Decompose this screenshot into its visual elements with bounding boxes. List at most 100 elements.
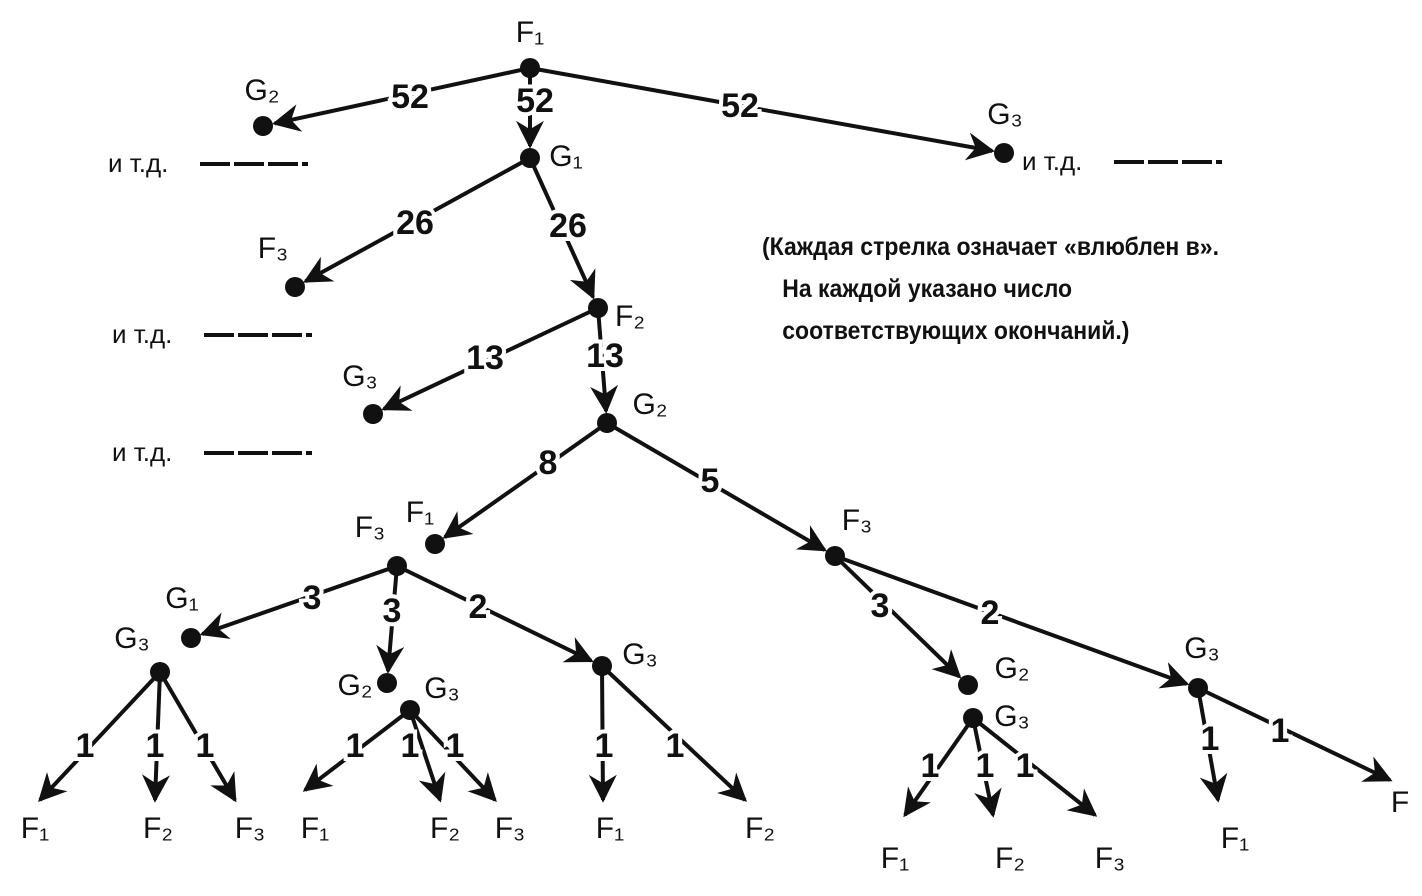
node-label: F₂ xyxy=(615,300,645,333)
node-label: F₁ xyxy=(406,496,434,529)
edge-weight: 52 xyxy=(516,82,554,120)
node-dot xyxy=(400,700,420,720)
arrow-edge xyxy=(396,564,594,663)
node-label: F₃ xyxy=(235,812,266,845)
edge-weight: 1 xyxy=(446,727,465,765)
note-line-2: На каждой указано число xyxy=(782,275,1073,303)
node-label: F₂ xyxy=(143,812,173,845)
node-dot xyxy=(588,298,608,318)
legend-note: (Каждая стрелка означает «влюблен в». На… xyxy=(762,226,1219,352)
node-dot xyxy=(425,534,445,554)
edge-weight: 1 xyxy=(1271,712,1290,750)
node-label: G₂ xyxy=(245,74,280,107)
node-dot xyxy=(958,675,978,695)
edge-weight: 5 xyxy=(701,462,720,500)
node-dot xyxy=(377,673,397,693)
arrow-edge xyxy=(302,708,412,792)
node-label: G₃ xyxy=(622,638,658,671)
node-label: F₂ xyxy=(995,842,1025,875)
node-dot xyxy=(592,656,612,676)
arrow-edge xyxy=(1196,687,1228,803)
edge-weight: 3 xyxy=(303,579,322,617)
edge-weight: 1 xyxy=(346,727,365,765)
arrow-edge xyxy=(834,554,1190,689)
node-dot xyxy=(520,148,540,168)
arrow-edge xyxy=(199,564,398,639)
arrow-edge xyxy=(38,670,162,803)
node-dot xyxy=(1188,678,1208,698)
edge-weight: 1 xyxy=(595,727,614,765)
arrow-edge xyxy=(271,66,531,132)
edge-weight: 13 xyxy=(586,337,624,375)
edge-weight: 1 xyxy=(146,727,165,765)
edge-weight: 1 xyxy=(401,727,420,765)
edge-weight: 1 xyxy=(196,727,215,765)
edge-weight: 3 xyxy=(871,587,890,625)
edge-weight: 8 xyxy=(539,444,558,482)
node-dot xyxy=(253,116,273,136)
node-label: F₁ xyxy=(516,16,544,49)
arrow-edge xyxy=(376,565,405,674)
edge-weight: 52 xyxy=(391,78,429,116)
node-label: G₃ xyxy=(987,98,1023,131)
edge-weight: 1 xyxy=(76,727,95,765)
arrow-edge xyxy=(141,671,170,803)
arrow-edge xyxy=(303,156,531,283)
node-label: F₂ xyxy=(430,812,460,845)
node-dot xyxy=(387,556,407,576)
node-label: F₁ xyxy=(596,812,624,845)
node-label: F₃ xyxy=(842,504,873,537)
node-label: G₂ xyxy=(995,652,1030,685)
node-label: F xyxy=(1391,786,1409,819)
node-label: G₃ xyxy=(424,672,460,705)
edge-weight: 52 xyxy=(721,87,759,125)
node-dot xyxy=(963,708,983,728)
node-label: G₂ xyxy=(338,669,373,702)
node-label: F₁ xyxy=(881,842,909,875)
arrow-edge xyxy=(971,716,1098,817)
node-label: F₁ xyxy=(21,812,49,845)
node-label: F₂ xyxy=(745,812,775,845)
node-label: G₃ xyxy=(994,700,1030,733)
arrow-edge xyxy=(903,716,975,818)
node-label: F₃ xyxy=(258,232,289,265)
edge-weight: 26 xyxy=(549,207,587,245)
node-label: F₃ xyxy=(1095,842,1126,875)
arrow-edge xyxy=(408,708,497,803)
note-line-3: соответствующих окончаний.) xyxy=(782,317,1130,345)
node-dot xyxy=(181,628,201,648)
node-label: G₃ xyxy=(1184,632,1220,665)
etc-label: и т.д. xyxy=(108,148,168,178)
etc-label: и т.д. xyxy=(112,437,172,467)
node-dot xyxy=(363,404,383,424)
node-label: G₃ xyxy=(114,622,150,655)
edge-weight: 2 xyxy=(981,594,1000,632)
edge-weight: 1 xyxy=(921,747,940,785)
arrow-edge xyxy=(971,717,1002,818)
node-dot xyxy=(597,413,617,433)
edge-weight: 3 xyxy=(383,592,402,630)
node-label: F₃ xyxy=(355,511,386,544)
node-label: G₂ xyxy=(633,388,668,421)
arrow-edge xyxy=(381,306,599,411)
node-label: F₁ xyxy=(1221,822,1249,855)
etc-label: и т.д. xyxy=(112,319,172,349)
edge-weight: 1 xyxy=(666,727,685,765)
arrow-edge xyxy=(442,421,609,539)
edge-weight: 1 xyxy=(1201,720,1220,758)
arrow-edge xyxy=(1197,686,1393,782)
edge-weight: 1 xyxy=(976,747,995,785)
node-label: G₁ xyxy=(165,582,198,615)
node-dot xyxy=(285,277,305,297)
edge-weight: 1 xyxy=(1016,747,1035,785)
arrow-edge xyxy=(605,421,828,552)
node-label: G₃ xyxy=(342,360,378,393)
etc-label: и т.д. xyxy=(1022,146,1082,176)
node-dot xyxy=(825,546,845,566)
arrow-edge xyxy=(833,554,962,679)
node-label: F₃ xyxy=(495,812,526,845)
node-dot xyxy=(994,143,1014,163)
note-line-1: (Каждая стрелка означает «влюблен в». xyxy=(762,233,1219,261)
node-dot xyxy=(150,662,170,682)
